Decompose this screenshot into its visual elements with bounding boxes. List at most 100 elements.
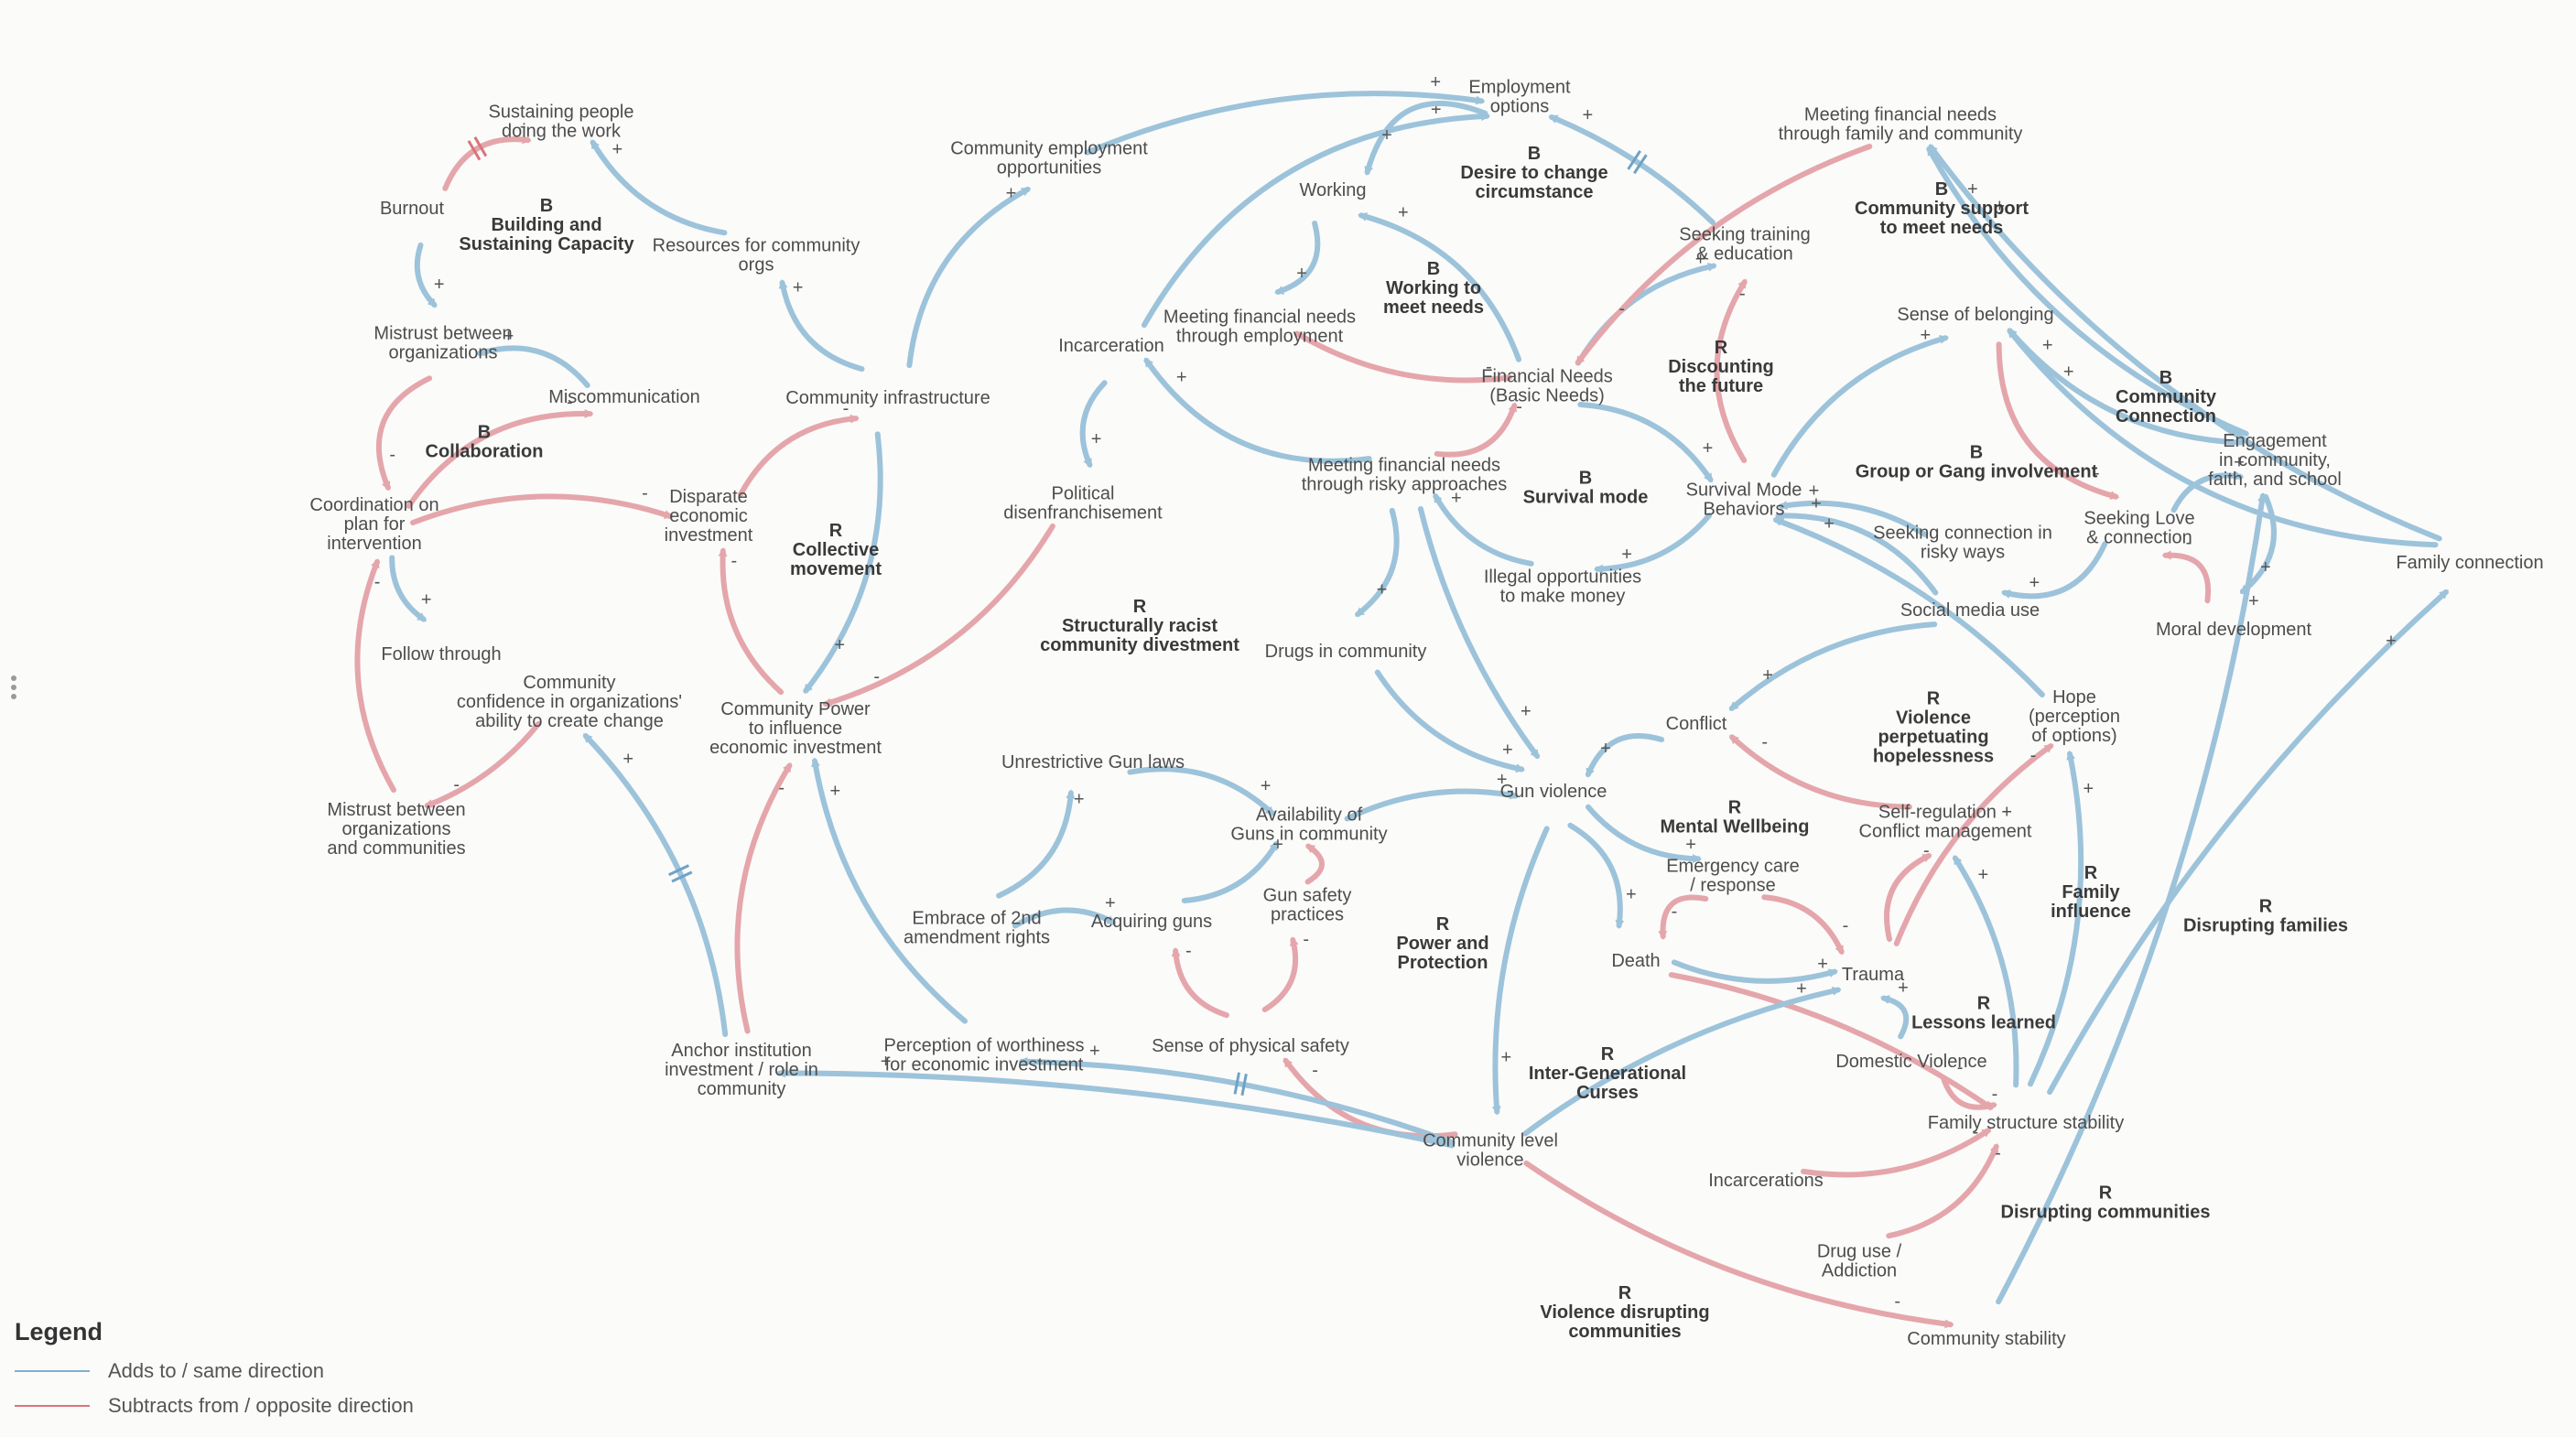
polarity-sign: + [1824, 514, 1835, 535]
polarity-sign: - [1303, 929, 1309, 949]
delay-mark-icon [1233, 1072, 1248, 1097]
polarity-sign: - [1957, 1058, 1964, 1078]
polarity-sign: - [1923, 841, 1930, 861]
polarity-sign: + [1381, 125, 1392, 146]
delay-mark-icon [668, 864, 693, 883]
polarity-sign: - [2186, 533, 2192, 553]
variable-infrastructure: Community infrastructure [785, 388, 990, 408]
link-resources-to-sustaining [590, 139, 728, 236]
link-trauma-to-hope [1893, 743, 2054, 946]
link-coordination-to-disparate [410, 493, 674, 525]
link-incarceration-to-political [1079, 380, 1108, 469]
link-infrastructure-to-comm-employment [906, 186, 1032, 369]
link-financial-needs-to-survival [1577, 402, 1714, 483]
polarity-sign: - [1761, 732, 1768, 752]
legend-title: Legend [15, 1318, 103, 1345]
polarity-sign: + [1431, 100, 1442, 120]
variable-social-media: Social media use [1900, 600, 2040, 621]
polarity-sign: + [830, 781, 841, 801]
variable-conflict: Conflict [1666, 714, 1727, 734]
link-meet-employment-to-financial-needs [1294, 330, 1513, 384]
polarity-sign: + [1600, 739, 1611, 759]
link-working-to-meet-employment [1274, 221, 1321, 295]
red-line-swatch [15, 1405, 90, 1407]
legend-subtracts: Subtracts from / opposite direction [15, 1394, 414, 1418]
link-anchor-to-power [734, 762, 793, 1034]
polarity-sign: + [1091, 429, 1102, 449]
polarity-sign: - [642, 483, 648, 503]
polarity-sign: - [567, 392, 573, 412]
link-death-to-family-structure [1668, 972, 1994, 1110]
link-physical-safety-to-acquiring [1171, 946, 1229, 1019]
link-gun-laws-to-availability [1127, 766, 1275, 816]
link-engagement-to-meet-family [1926, 146, 2249, 437]
link-seeking-training-to-employment-options [1548, 114, 1716, 225]
link-belonging-to-seeking-love [1996, 341, 2120, 500]
polarity-sign: + [1430, 72, 1441, 92]
legend-adds: Adds to / same direction [15, 1359, 414, 1383]
link-family-structure-to-self-regulation [1952, 855, 2019, 1088]
link-emergency-to-trauma [1761, 894, 1845, 956]
polarity-sign: + [622, 750, 633, 770]
polarity-sign: + [1502, 740, 1513, 761]
drag-handle-icon[interactable] [11, 675, 18, 710]
variable-physical-safety: Sense of physical safety [1152, 1036, 1349, 1056]
variable-moral: Moral development [2156, 620, 2312, 640]
polarity-sign: + [1817, 954, 1828, 974]
link-anchor-to-confidence [582, 733, 729, 1037]
variable-seeking-training: Seeking training& education [1679, 225, 1810, 265]
link-community-violence-to-anchor [775, 1068, 1456, 1149]
legend: Legend Adds to / same direction Subtract… [15, 1318, 414, 1429]
link-seeking-risky-to-survival [1778, 500, 1928, 537]
polarity-sign: + [1703, 438, 1714, 459]
polarity-sign: - [1312, 1060, 1318, 1080]
polarity-sign: - [1323, 828, 1329, 848]
link-embrace-to-gun-laws [996, 789, 1076, 899]
polarity-sign: + [1501, 1048, 1512, 1068]
polarity-sign: + [1089, 1042, 1100, 1062]
polarity-sign: - [1486, 357, 1492, 377]
variable-drugs-comm: Drugs in community [1265, 642, 1427, 662]
link-community-violence-to-trauma [1522, 986, 1842, 1137]
variable-miscommunication: Miscommunication [548, 387, 700, 407]
link-physical-safety-to-gun-safety [1261, 936, 1299, 1012]
link-financial-needs-to-seeking-training [1575, 262, 1717, 366]
link-engagement-to-moral [2239, 493, 2277, 595]
link-power-to-disparate [718, 546, 785, 696]
link-worthiness-to-power [811, 757, 968, 1024]
link-financial-needs-to-working [1358, 212, 1521, 362]
polarity-sign: + [503, 327, 514, 347]
link-gun-violence-to-community-violence [1491, 826, 1550, 1116]
link-social-media-to-conflict [1728, 621, 1938, 711]
link-survival-to-illegal [1593, 513, 1713, 574]
link-incarceration-to-employment-options [1141, 112, 1491, 329]
legend-adds-label: Adds to / same direction [108, 1359, 325, 1382]
link-acquiring-to-availability [1181, 840, 1280, 903]
link-employment-options-to-working [1364, 100, 1488, 177]
link-death-to-trauma [1671, 959, 1838, 984]
